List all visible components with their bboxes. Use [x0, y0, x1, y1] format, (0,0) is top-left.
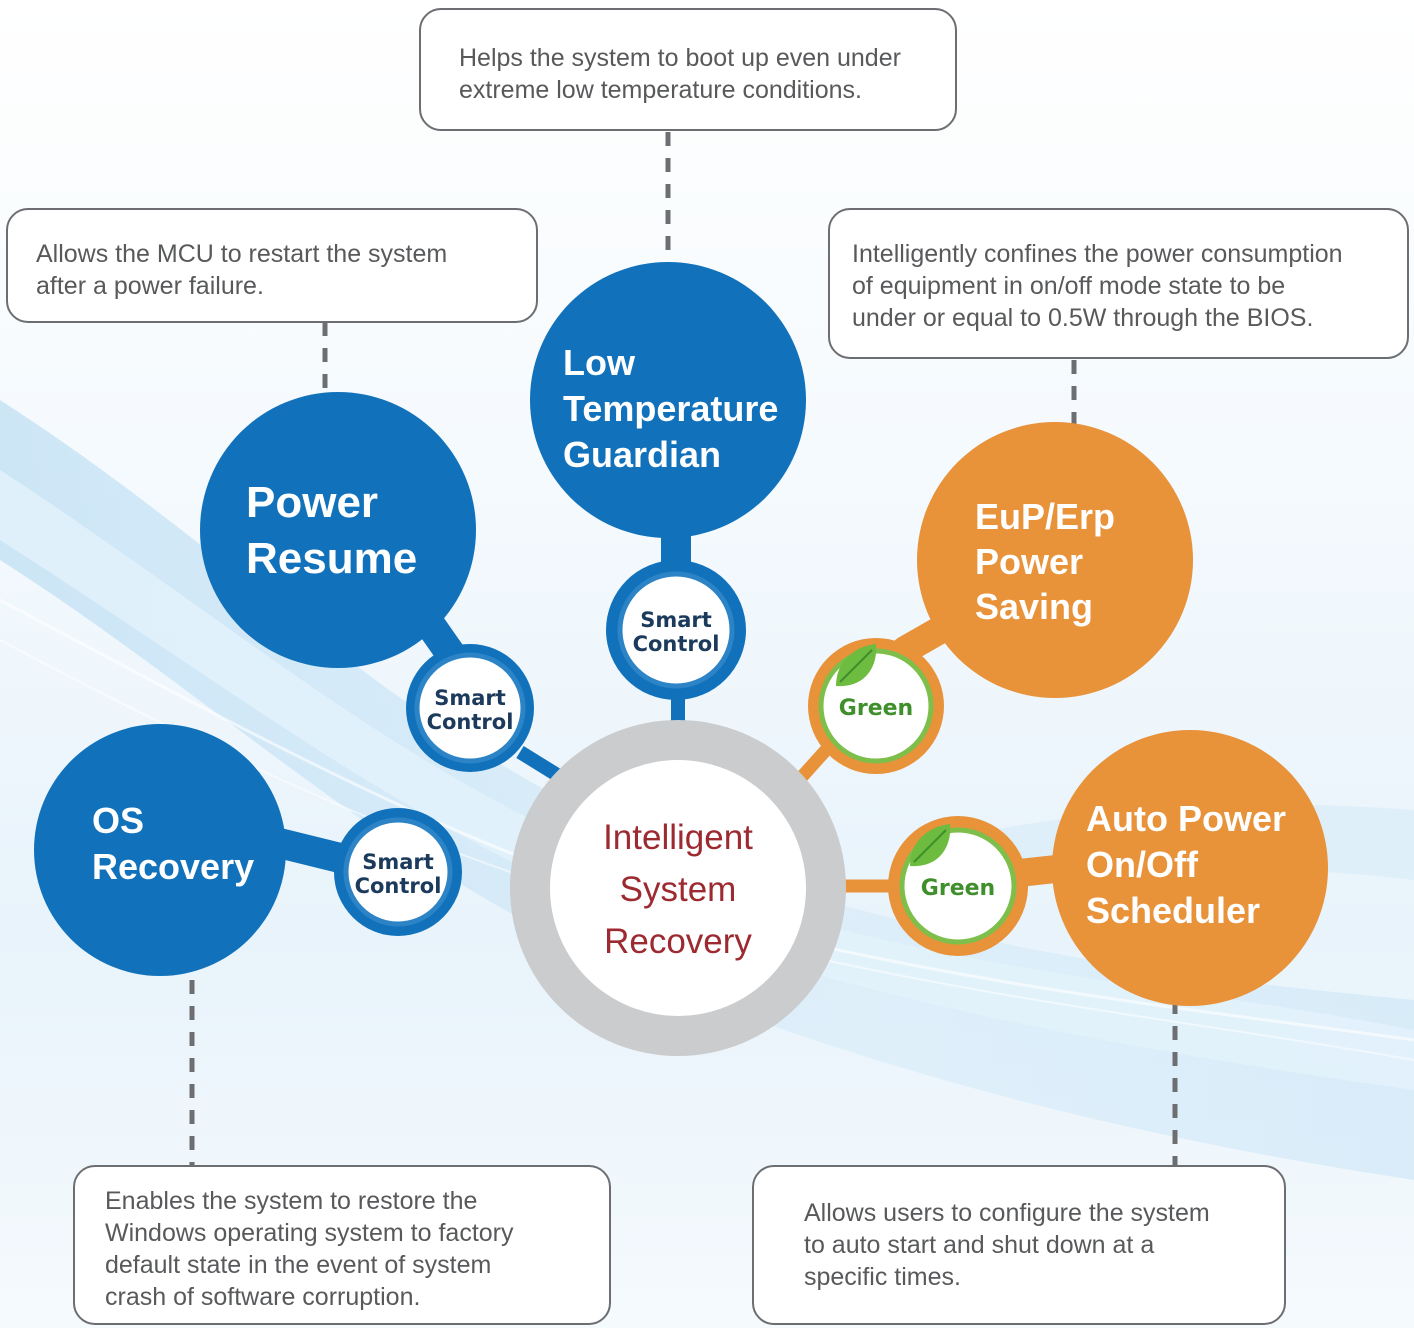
node-label-line: Temperature [563, 388, 779, 429]
callout-line: Allows users to configure the system [804, 1199, 1210, 1227]
auto-power-bubble [1052, 730, 1328, 1006]
callout-line: Enables the system to restore the [105, 1187, 478, 1215]
green-label: Green [908, 877, 1008, 901]
callout-low-temperature-guardian: Helps the system to boot up even under e… [419, 8, 957, 131]
node-label-line: Recovery [92, 846, 255, 887]
callout-connectors [189, 132, 1178, 1165]
center-label-line: Intelligent [603, 818, 753, 857]
smart-control-badge-power-resume [406, 644, 534, 772]
smart-control-label: Smart Control [420, 686, 520, 734]
center-label-line: System [619, 870, 737, 909]
node-label-line: Scheduler [1086, 890, 1261, 931]
callout-line: of equipment in on/off mode state to be [852, 272, 1286, 300]
badge-line: Smart [434, 686, 506, 710]
callout-line: under or equal to 0.5W through the BIOS. [852, 304, 1314, 332]
smart-control-label: Smart Control [626, 608, 726, 656]
auto-power-scheduler-label: Auto Power On/Off Scheduler [1086, 796, 1286, 934]
low-temperature-guardian-label: Low Temperature Guardian [563, 340, 778, 478]
callout-line: Allows the MCU to restart the system [36, 240, 448, 268]
smart-control-label: Smart Control [348, 850, 448, 898]
node-label-line: Resume [246, 534, 418, 583]
leaf-icon [836, 644, 877, 687]
callout-line: after a power failure. [36, 272, 264, 300]
node-label-line: Saving [975, 586, 1094, 627]
center-label-line: Recovery [604, 922, 752, 961]
callout-line: default state in the event of system [105, 1251, 492, 1279]
power-resume-bubble [200, 392, 476, 668]
badge-line: Smart [362, 850, 434, 874]
node-label-line: OS [92, 800, 145, 841]
center-label: Intelligent System Recovery [560, 812, 796, 968]
os-recovery-bubble [34, 724, 286, 976]
node-label-line: Auto Power [1086, 798, 1287, 839]
node-label-line: On/Off [1086, 844, 1198, 885]
callout-power-resume: Allows the MCU to restart the system aft… [6, 208, 538, 323]
node-label-line: EuP/Erp [975, 496, 1116, 537]
smart-control-badge-low-temperature [606, 560, 746, 700]
callout-line: specific times. [804, 1263, 961, 1291]
callout-eup-erp-power-saving: Intelligently confines the power consump… [828, 208, 1409, 359]
callout-auto-power-scheduler: Allows users to configure the system to … [752, 1165, 1286, 1325]
callout-line: Windows operating system to factory [105, 1219, 514, 1247]
os-recovery-label: OS Recovery [92, 798, 254, 890]
badge-line: Green [838, 696, 914, 721]
node-label-line: Power [975, 541, 1084, 582]
callout-line: Intelligently confines the power consump… [852, 240, 1343, 268]
node-label-line: Low [563, 342, 635, 383]
badge-line: Green [920, 876, 996, 901]
node-label-line: Guardian [563, 434, 722, 475]
badge-line: Control [354, 874, 442, 898]
badge-line: Control [632, 632, 720, 656]
callout-line: to auto start and shut down at a [804, 1231, 1155, 1259]
eup-erp-bubble [917, 422, 1193, 698]
badge-line: Control [426, 710, 514, 734]
eup-erp-power-saving-label: EuP/Erp Power Saving [975, 494, 1115, 629]
callout-line: crash of software corruption. [105, 1283, 421, 1311]
callout-line: Helps the system to boot up even under [459, 44, 901, 72]
callout-os-recovery: Enables the system to restore the Window… [73, 1165, 611, 1325]
node-label-line: Power [246, 478, 379, 527]
center-core [550, 760, 806, 1016]
green-label: Green [826, 697, 926, 721]
badge-line: Smart [640, 608, 712, 632]
callout-line: extreme low temperature conditions. [459, 76, 862, 104]
leaf-icon [910, 824, 951, 867]
low-temperature-guardian-bubble [530, 262, 806, 538]
power-resume-label: Power Resume [246, 475, 417, 587]
smart-control-badge-os-recovery [334, 808, 462, 936]
